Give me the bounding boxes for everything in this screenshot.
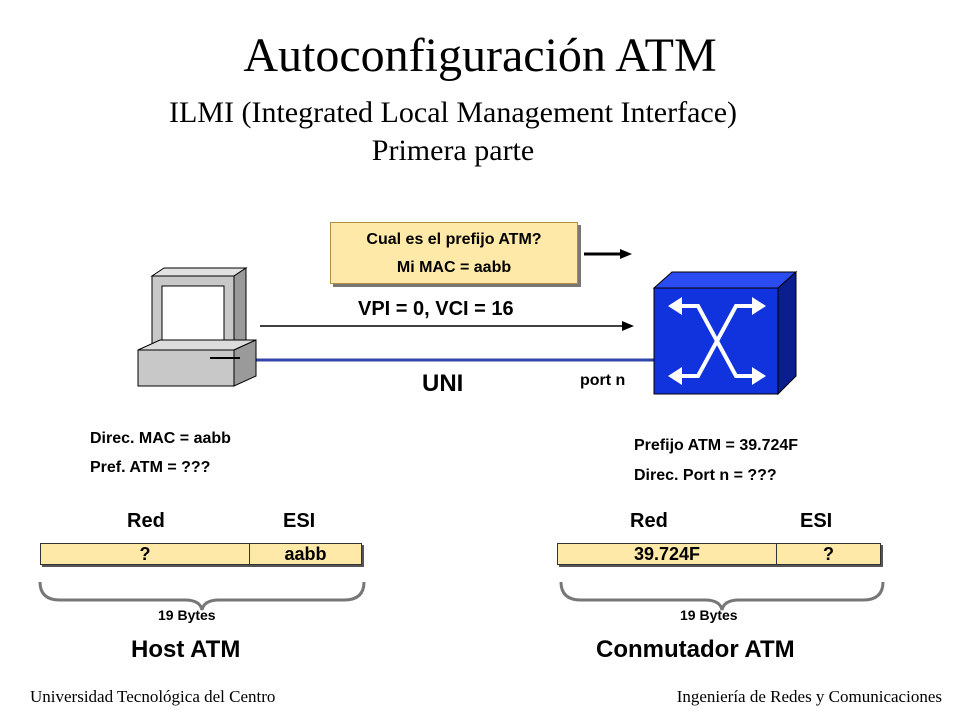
page-title: Autoconfiguración ATM [243, 29, 717, 82]
message-line-2: Mi MAC = aabb [396, 259, 512, 276]
switch-bar-divider [776, 544, 777, 564]
message-line-1: Cual es el prefijo ATM? [366, 231, 542, 248]
switch-col-red: Red [630, 510, 668, 532]
atm-switch-icon [652, 270, 798, 396]
host-mac-label: Direc. MAC = aabb [90, 430, 231, 447]
computer-icon [137, 267, 257, 387]
switch-address-bar: 39.724F ? [557, 543, 881, 565]
switch-prefix-label: Prefijo ATM = 39.724F [634, 437, 799, 454]
switch-caption: Conmutador ATM [596, 636, 795, 663]
host-col-esi: ESI [283, 510, 316, 532]
footer-left: Universidad Tecnológica del Centro [30, 687, 276, 706]
host-esi-value: aabb [284, 544, 327, 564]
subtitle-part: Primera parte [371, 134, 535, 167]
footer-right: Ingeniería de Redes y Comunicaciones [676, 687, 942, 706]
message-box [330, 222, 578, 284]
subtitle-ilmi: ILMI (Integrated Local Management Interf… [168, 96, 738, 129]
host-address-bar: ? aabb [40, 543, 362, 565]
host-caption: Host ATM [131, 636, 241, 663]
message-arrow [584, 249, 632, 259]
switch-port-addr-label: Direc. Port n = ??? [634, 467, 777, 484]
host-bytes-label: 19 Bytes [158, 607, 216, 623]
channel-arrow [260, 321, 634, 331]
switch-bytes-label: 19 Bytes [680, 607, 738, 623]
switch-red-value: 39.724F [633, 544, 701, 564]
channel-label: VPI = 0, VCI = 16 [358, 298, 514, 320]
host-red-value: ? [139, 544, 151, 564]
switch-col-esi: ESI [800, 510, 833, 532]
switch-esi-value: ? [823, 544, 834, 564]
port-label: port n [580, 372, 626, 389]
host-bar-divider [249, 544, 250, 564]
uni-label: UNI [422, 370, 464, 397]
switch-bytes-brace [559, 581, 885, 611]
host-bytes-brace [38, 581, 366, 611]
host-prefix-label: Pref. ATM = ??? [90, 459, 211, 476]
host-col-red: Red [127, 510, 165, 532]
